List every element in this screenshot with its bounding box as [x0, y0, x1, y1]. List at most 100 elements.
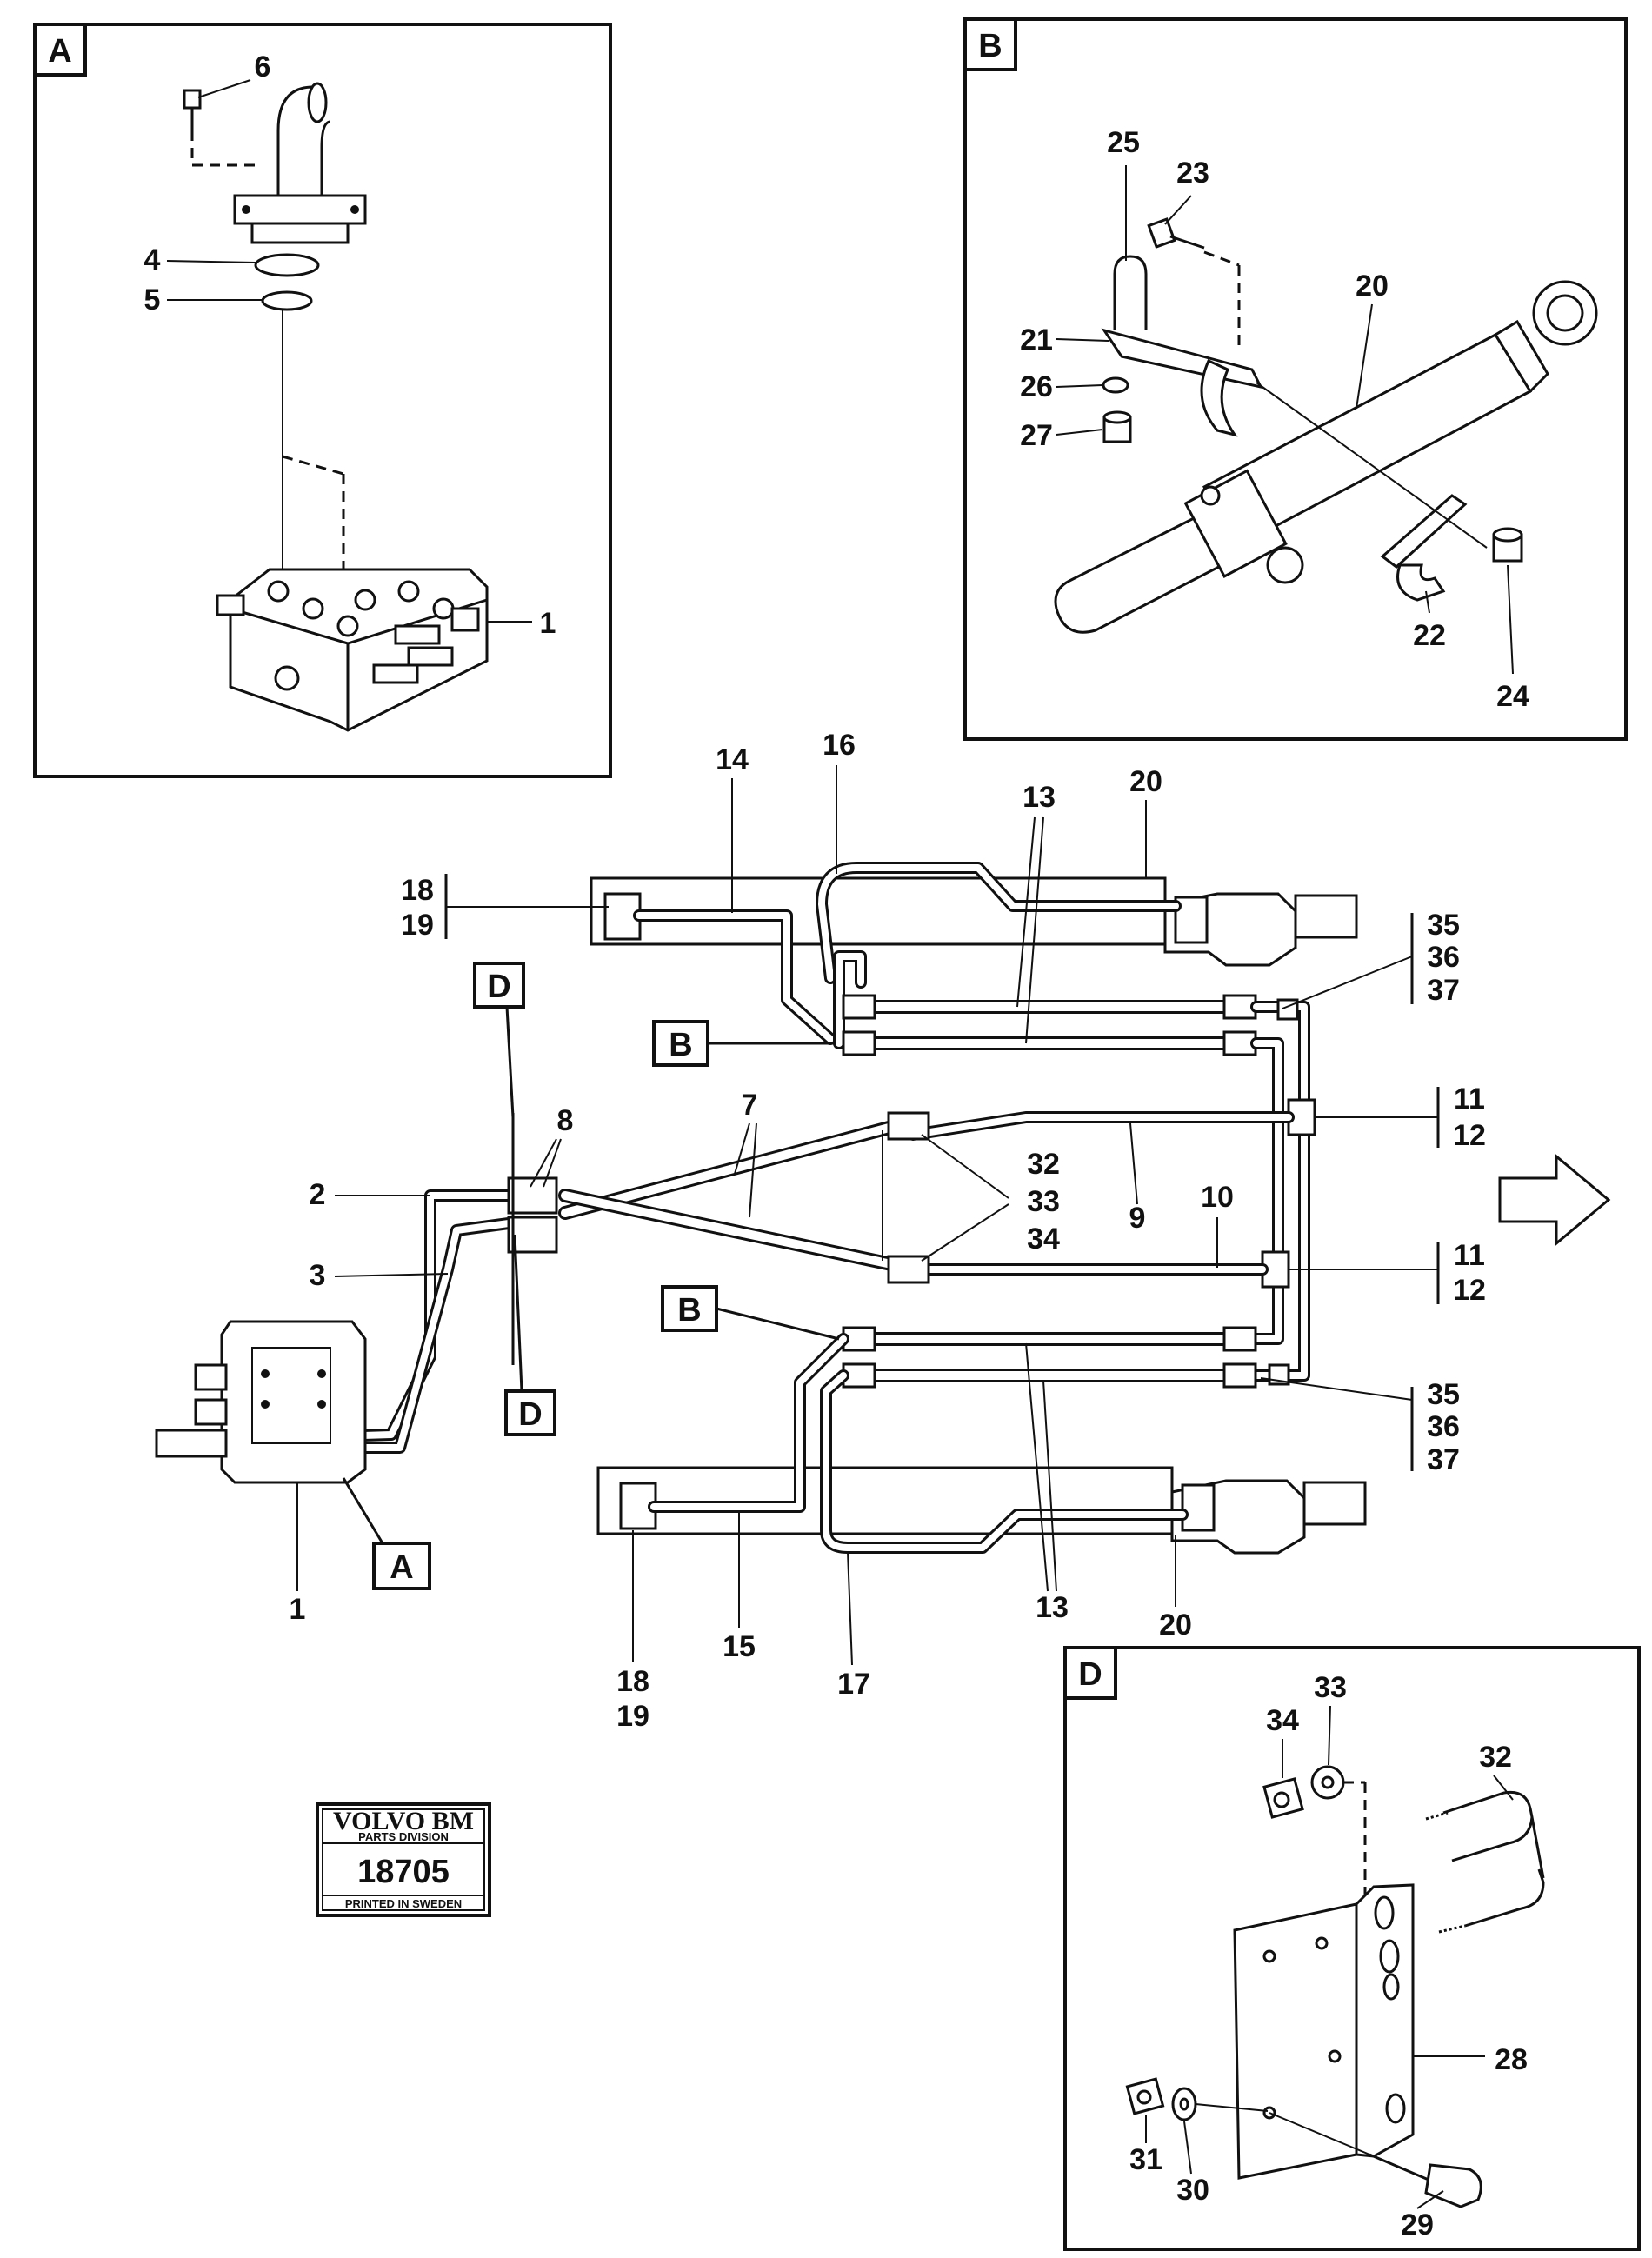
label-part-14: 14	[716, 743, 749, 776]
stamp-brand: VOLVO BM	[333, 1807, 474, 1835]
label-part-1-main: 1	[290, 1593, 306, 1626]
inset-d-tag	[1063, 1646, 1117, 1700]
ref-a-letter: A	[390, 1549, 413, 1586]
stamp-division: PARTS DIVISION	[358, 1830, 449, 1843]
pipe-clamp-lower-icon	[507, 1216, 558, 1254]
inset-d-letter: D	[1078, 1656, 1102, 1693]
cylinder-top	[590, 876, 1358, 967]
label-part-33: 33	[1027, 1185, 1060, 1218]
inset-b-letter: B	[978, 28, 1002, 64]
ref-d-bottom-letter: D	[518, 1396, 542, 1433]
washer-26-icon	[1102, 376, 1129, 394]
label-part-7: 7	[742, 1089, 758, 1122]
label-part-2: 2	[310, 1178, 326, 1211]
clamp-bracket-icon	[1101, 328, 1263, 437]
control-valve-icon	[216, 568, 489, 732]
label-part-25: 25	[1107, 126, 1140, 159]
label-part-15: 15	[723, 1630, 756, 1663]
mounting-bracket-icon	[1233, 1883, 1415, 2180]
label-part-19-bottom: 19	[616, 1700, 649, 1733]
bolt-23-icon	[1147, 217, 1205, 250]
nut-31-icon	[1125, 2077, 1165, 2115]
u-bolt-32-icon	[1425, 1790, 1545, 1934]
ref-b-top-letter: B	[669, 1027, 692, 1063]
label-part-13-top: 13	[1023, 781, 1056, 814]
label-part-17: 17	[837, 1668, 870, 1701]
label-part-34: 34	[1027, 1222, 1060, 1256]
parts-division-stamp: VOLVO BM PARTS DIVISION 18705 PRINTED IN…	[316, 1802, 491, 1917]
ref-box-b-top	[652, 1020, 709, 1067]
inset-b-tag	[963, 17, 1017, 71]
washer-33-icon	[1310, 1765, 1345, 1800]
label-part-4: 4	[144, 243, 161, 276]
direction-arrow-icon	[1498, 1153, 1611, 1247]
label-part-19-top: 19	[401, 909, 434, 942]
label-part-10: 10	[1201, 1181, 1234, 1214]
label-part-20-bottom: 20	[1159, 1609, 1192, 1642]
label-part-27: 27	[1020, 419, 1053, 452]
label-part-9: 9	[1129, 1202, 1146, 1235]
label-part-37-bottom: 37	[1427, 1443, 1460, 1476]
label-part-32-inset: 32	[1479, 1741, 1512, 1774]
label-part-37-top: 37	[1427, 974, 1460, 1007]
label-part-16: 16	[823, 729, 856, 762]
label-part-5: 5	[144, 283, 161, 316]
seal-ring-4-icon	[254, 253, 320, 277]
inset-d: D 33 34 32 28 31 30 29	[1063, 1646, 1641, 2251]
label-part-8: 8	[557, 1104, 574, 1137]
nut-27-icon	[1102, 410, 1132, 443]
label-part-35-top: 35	[1427, 909, 1460, 942]
label-part-23: 23	[1176, 157, 1209, 190]
label-part-11-bottom: 11	[1454, 1239, 1485, 1272]
ref-box-d-bottom	[504, 1389, 556, 1436]
cylinder-bottom	[596, 1466, 1367, 1555]
label-part-1-inset: 1	[540, 607, 556, 640]
ref-box-a	[372, 1542, 431, 1590]
label-part-20-top: 20	[1129, 765, 1162, 798]
label-part-18-top: 18	[401, 874, 434, 907]
label-part-11-top: 11	[1454, 1082, 1485, 1116]
label-part-33-inset: 33	[1314, 1671, 1347, 1704]
nut-34-icon	[1262, 1777, 1304, 1819]
ref-d-top-letter: D	[487, 969, 510, 1005]
ref-b-bottom-letter: B	[677, 1292, 701, 1329]
label-part-34-inset: 34	[1266, 1704, 1299, 1737]
inset-a-tag	[33, 23, 87, 77]
label-part-29: 29	[1401, 2208, 1434, 2241]
stamp-number: 18705	[357, 1854, 450, 1890]
label-part-20-inset: 20	[1356, 270, 1389, 303]
label-part-6: 6	[255, 50, 271, 83]
clamp-half-icon	[1396, 563, 1446, 602]
hydraulic-cylinder-icon	[1054, 280, 1598, 634]
label-part-32: 32	[1027, 1148, 1060, 1181]
seal-ring-5-icon	[261, 290, 313, 311]
label-part-26: 26	[1020, 370, 1053, 403]
label-part-18-bottom: 18	[616, 1665, 649, 1698]
bolt-29-icon	[1269, 2112, 1482, 2208]
washer-30-icon	[1171, 2087, 1197, 2121]
label-part-13-bottom: 13	[1036, 1591, 1069, 1624]
label-part-12-bottom: 12	[1453, 1274, 1486, 1307]
screw-6-icon	[183, 89, 202, 130]
nut-24-icon	[1492, 527, 1523, 563]
label-part-35-bottom: 35	[1427, 1378, 1460, 1411]
label-part-28: 28	[1495, 2043, 1528, 2076]
label-part-12-top: 12	[1453, 1119, 1486, 1152]
u-bolt-icon	[1113, 255, 1148, 330]
label-part-21: 21	[1020, 323, 1053, 356]
label-part-31: 31	[1129, 2143, 1162, 2176]
flange-elbow-icon	[233, 82, 367, 244]
stamp-printed: PRINTED IN SWEDEN	[345, 1897, 462, 1910]
main-control-valve-icon	[155, 1320, 367, 1484]
label-part-36-bottom: 36	[1427, 1410, 1460, 1443]
label-part-24: 24	[1496, 680, 1529, 713]
inset-a-letter: A	[48, 33, 71, 70]
ref-box-d-top	[473, 962, 525, 1009]
label-part-30: 30	[1176, 2174, 1209, 2207]
label-part-3: 3	[310, 1259, 326, 1292]
ref-box-b-bottom	[661, 1285, 718, 1332]
label-part-36-top: 36	[1427, 941, 1460, 974]
label-part-22: 22	[1413, 619, 1446, 652]
inset-b: B 25 23 20 21 26 27 22 24	[963, 17, 1628, 741]
